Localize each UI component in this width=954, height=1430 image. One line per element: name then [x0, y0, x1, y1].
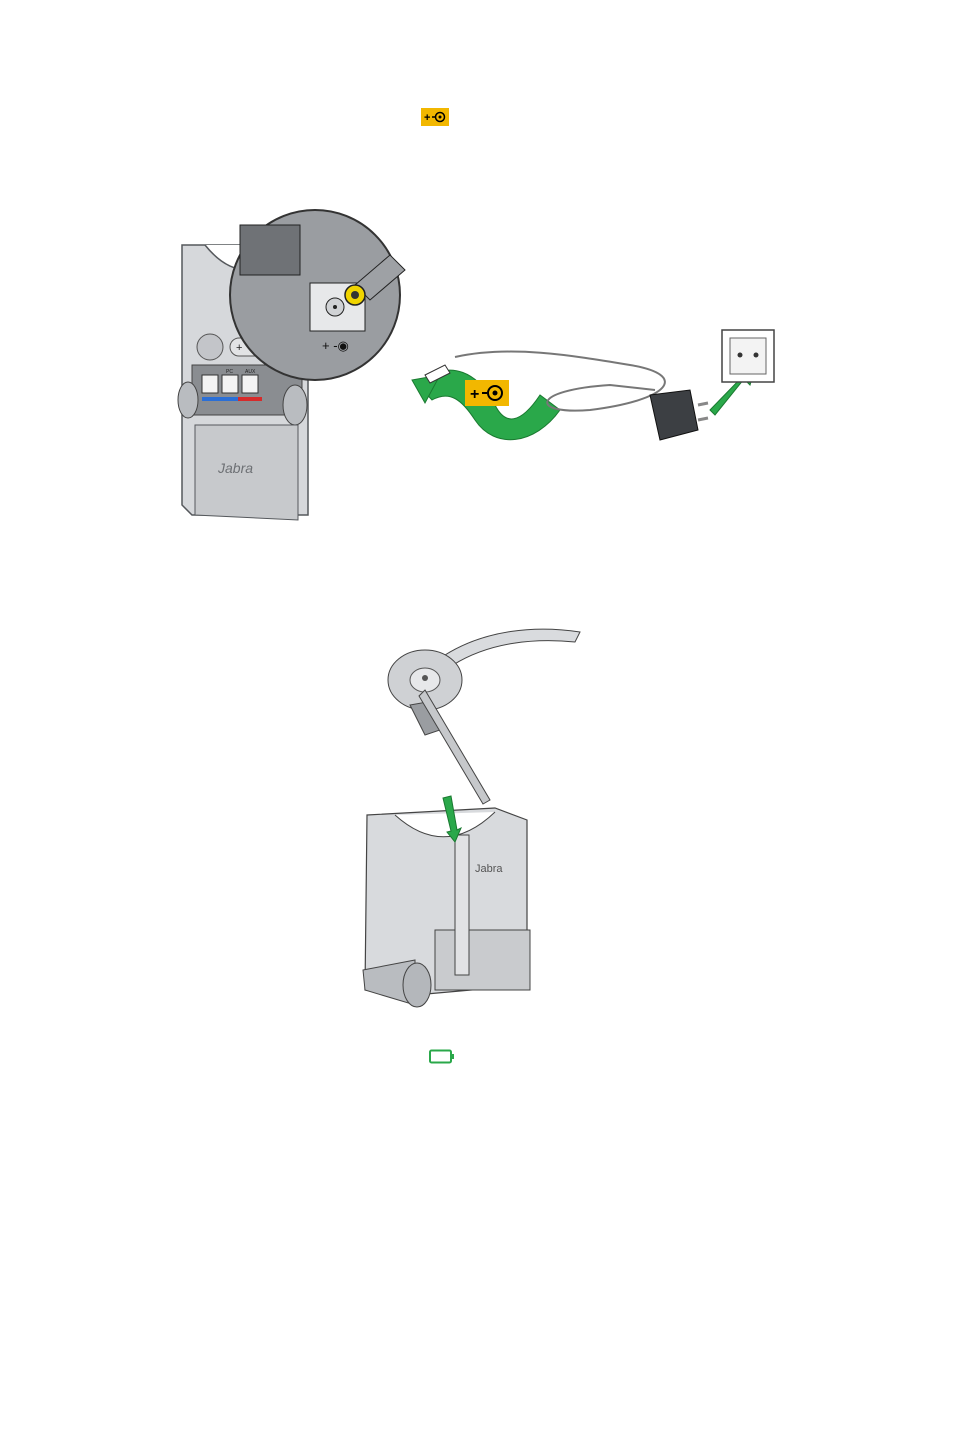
power-port-caption: + -◉ — [322, 338, 349, 353]
battery-icon — [429, 1049, 455, 1064]
svg-text:+: + — [236, 342, 242, 354]
zoom-detail-circle: + -◉ — [230, 210, 405, 380]
headset-icon — [388, 629, 580, 804]
port-label-aux: AUX — [245, 369, 256, 375]
headset-docking-figure: Jabra — [355, 620, 585, 1020]
svg-text:+: + — [424, 112, 430, 124]
svg-text:+: + — [470, 386, 479, 403]
power-connection-figure: PC AUX Jabra + + -◉ + — [150, 185, 830, 530]
power-symbol-icon: + — [465, 380, 509, 406]
power-adapter-icon — [650, 390, 708, 440]
charging-base-icon: Jabra — [363, 808, 530, 1007]
wall-socket-icon — [722, 330, 774, 382]
brand-label: Jabra — [217, 460, 253, 476]
port-label-pc: PC — [226, 369, 233, 375]
base-brand-label: Jabra — [475, 863, 503, 875]
power-symbol-icon: + — [421, 108, 449, 126]
